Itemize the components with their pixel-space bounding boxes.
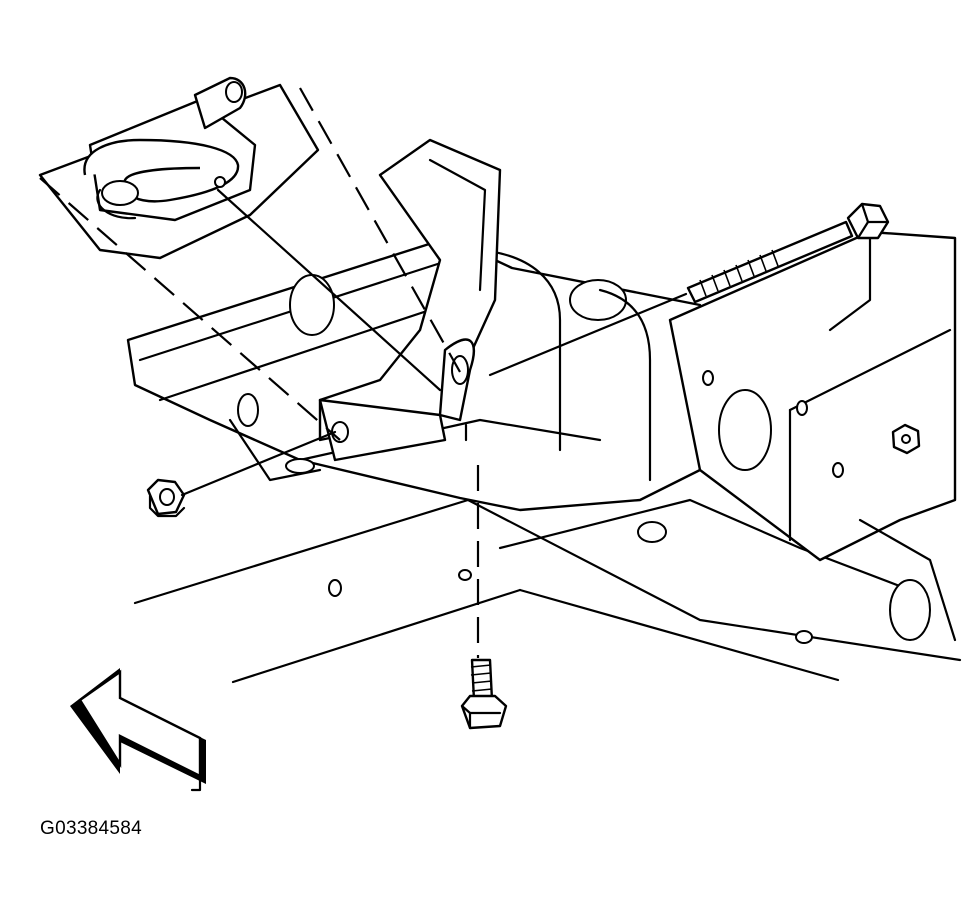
hex-bolt-icon — [686, 202, 890, 304]
assembly-leader-lines — [39, 87, 688, 658]
front-direction-arrow-icon — [70, 668, 206, 792]
hex-nut-icon — [891, 423, 921, 455]
frame-lower-plate — [133, 498, 962, 684]
crossmember-bracket — [668, 230, 957, 642]
tow-hook-icon — [38, 76, 320, 260]
hex-bolt-icon — [460, 658, 508, 730]
figure-id-label: G03384584 — [40, 818, 143, 839]
hex-nut-icon — [146, 478, 186, 518]
